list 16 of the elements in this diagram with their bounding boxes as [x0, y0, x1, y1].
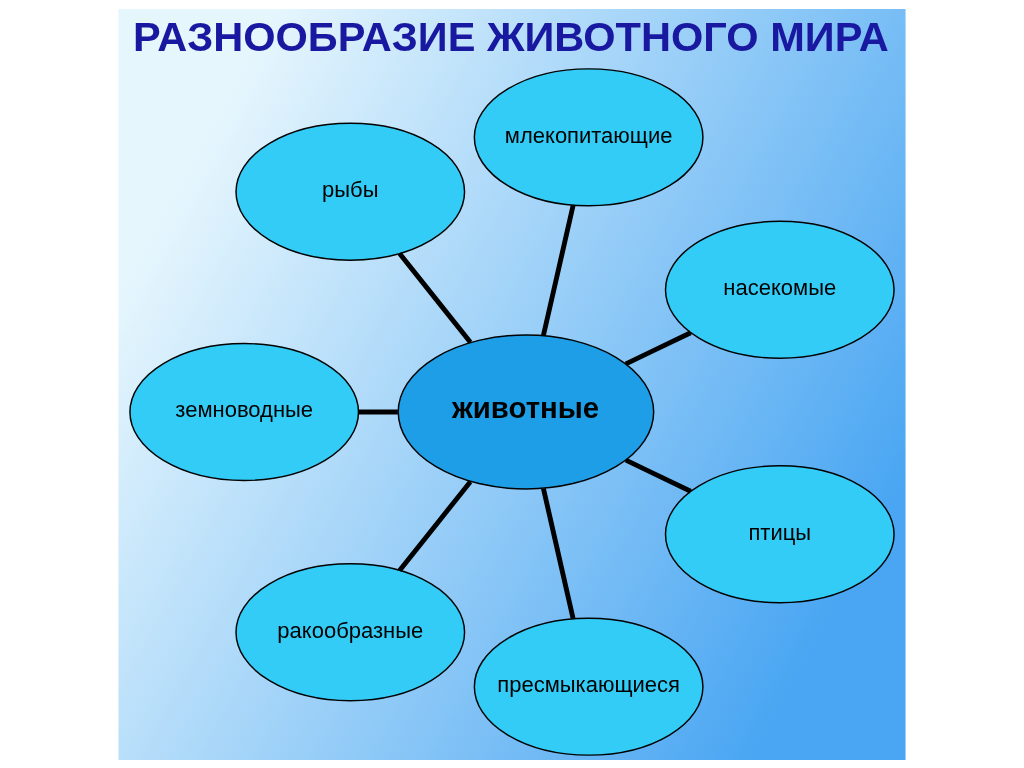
- connector: [624, 330, 692, 366]
- node-ellipse: рыбы: [235, 122, 466, 261]
- connector: [397, 479, 473, 572]
- node-ellipse: млекопитающие: [473, 67, 704, 206]
- node-ellipse: насекомые: [664, 220, 895, 359]
- connector: [541, 204, 576, 336]
- connector: [358, 409, 398, 414]
- connector: [541, 487, 576, 619]
- node-ellipse: пресмыкающиеся: [473, 617, 704, 756]
- node-ellipse: птицы: [664, 464, 895, 603]
- connector: [397, 251, 473, 344]
- node-ellipse: земноводные: [129, 342, 360, 481]
- node-ellipse: животные: [397, 333, 655, 490]
- diagram-title: РАЗНООБРАЗИЕ ЖИВОТНОГО МИРА: [133, 12, 889, 60]
- node-ellipse: ракообразные: [235, 562, 466, 701]
- connector: [624, 457, 692, 493]
